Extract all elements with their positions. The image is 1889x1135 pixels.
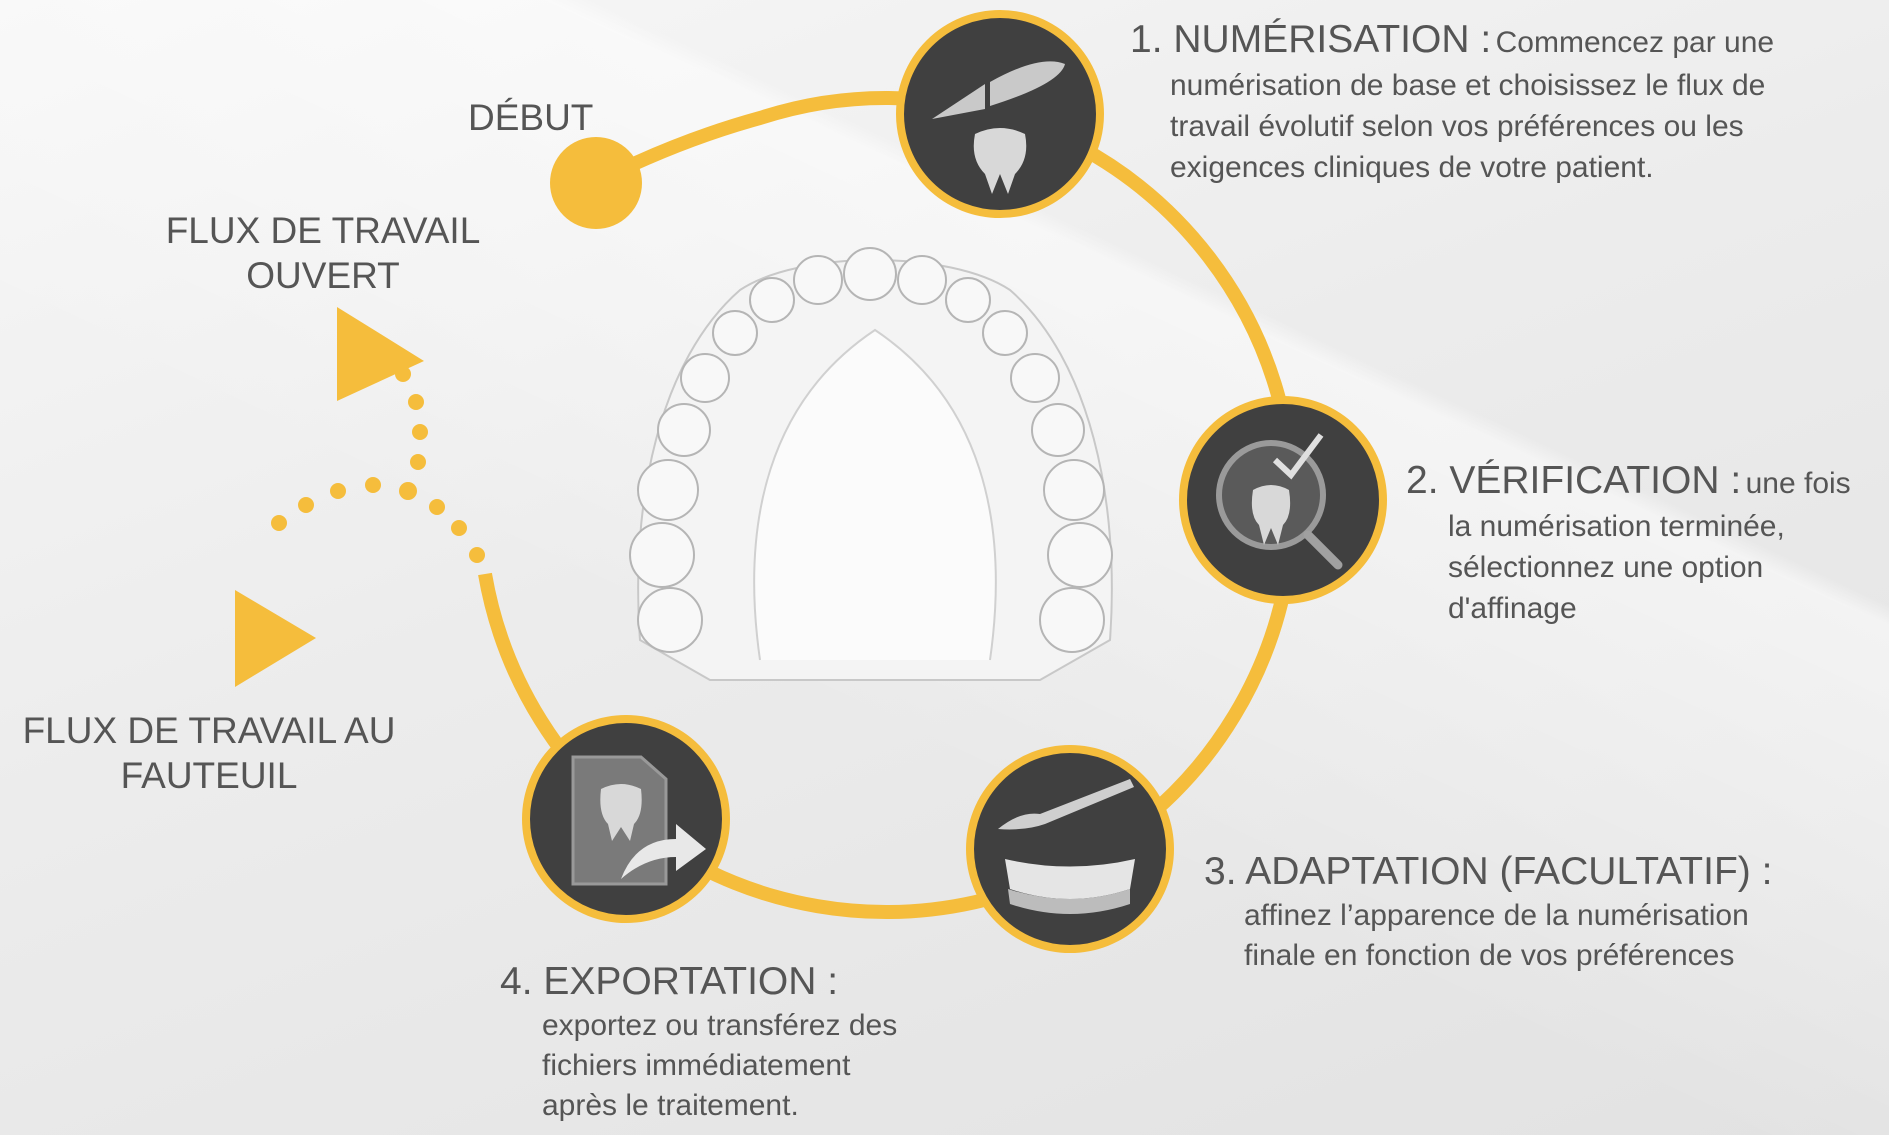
dot	[408, 394, 424, 410]
dental-arch-image	[629, 247, 1113, 681]
step-line: travail évolutif selon vos préférences o…	[1170, 110, 1744, 143]
step-line: numérisation de base et choisissez le fl…	[1170, 69, 1766, 102]
label-line: FLUX DE TRAVAIL	[165, 210, 481, 251]
dot	[365, 477, 381, 493]
step-3-text: 3. ADAPTATION (FACULTATIF) : affinez l’a…	[1204, 852, 1772, 976]
start-dot	[550, 137, 642, 229]
step-1-text: 1. NUMÉRISATION : Commencez par une numé…	[1130, 20, 1774, 188]
file-export-icon	[522, 715, 730, 923]
chairside-workflow-label: FLUX DE TRAVAIL AU FAUTEUIL	[4, 712, 414, 794]
dotted-branches	[271, 342, 485, 563]
step-line: la numérisation terminée,	[1448, 510, 1785, 543]
step-title: 3. ADAPTATION (FACULTATIF) :	[1204, 850, 1773, 893]
start-label: DÉBUT	[468, 97, 594, 138]
step-title: 1. NUMÉRISATION :	[1130, 18, 1492, 61]
step-line: exigences cliniques de votre patient.	[1170, 151, 1654, 184]
step-line: affinez l’apparence de la numérisation	[1244, 899, 1749, 932]
dot	[451, 520, 467, 536]
dot	[469, 547, 485, 563]
step-lead: une fois	[1745, 467, 1851, 500]
label-line: OUVERT	[246, 255, 400, 296]
step-4-text: 4. EXPORTATION : exportez ou transférez …	[500, 962, 897, 1126]
dot	[429, 499, 445, 515]
step-title: 4. EXPORTATION :	[500, 960, 839, 1003]
step-line: finale en fonction de vos préférences	[1244, 939, 1735, 972]
step-line: exportez ou transférez des	[542, 1009, 898, 1042]
arrow-chairside-workflow	[235, 590, 316, 687]
dot	[412, 424, 428, 440]
dot	[410, 454, 426, 470]
dot	[271, 515, 287, 531]
step-line: après le traitement.	[542, 1089, 799, 1122]
scalpel-model-icon	[966, 745, 1174, 953]
arrow-open-workflow	[337, 307, 424, 401]
dot	[399, 482, 417, 500]
dot	[298, 497, 314, 513]
step-2-text: 2. VÉRIFICATION : une fois la numérisati…	[1406, 461, 1851, 629]
step-title: 2. VÉRIFICATION :	[1406, 459, 1742, 502]
label-line: FAUTEUIL	[120, 755, 298, 796]
scanner-tooth-icon	[896, 10, 1104, 218]
step-line: fichiers immédiatement	[542, 1049, 851, 1082]
open-workflow-label: FLUX DE TRAVAIL OUVERT	[150, 212, 496, 294]
label-line: FLUX DE TRAVAIL AU	[22, 710, 396, 751]
dot	[330, 483, 346, 499]
step-line: d'affinage	[1448, 592, 1577, 625]
step-line: sélectionnez une option	[1448, 551, 1764, 584]
step-lead: Commencez par une	[1495, 26, 1775, 59]
magnifier-check-tooth-icon	[1179, 396, 1387, 604]
